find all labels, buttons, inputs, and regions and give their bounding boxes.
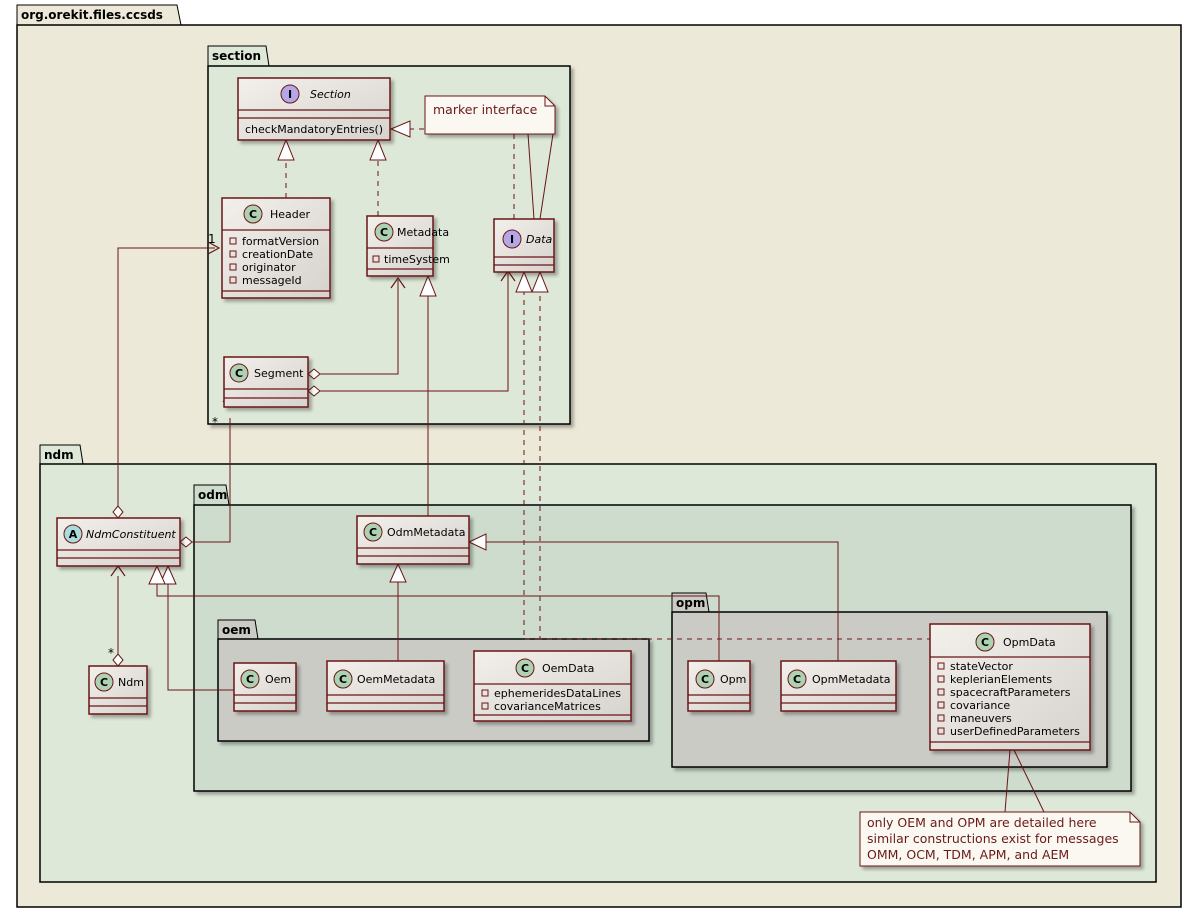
class-oem-data-attr-2: covarianceMatrices: [494, 700, 601, 713]
class-opm-data-attr-2: keplerianElements: [950, 673, 1052, 686]
class-header-name: Header: [270, 208, 311, 221]
class-oem-data-name: OemData: [542, 662, 594, 675]
abstract-badge-icon: A: [69, 528, 78, 541]
class-header-attr-1: formatVersion: [242, 235, 319, 248]
package-odm-label: odm: [198, 488, 227, 502]
package-section-label: section: [212, 49, 261, 63]
class-badge-icon: C: [249, 208, 257, 221]
class-section-name: Section: [310, 88, 351, 101]
class-oem-data-attr-1: ephemeridesDataLines: [494, 687, 621, 700]
class-ndm-name: Ndm: [118, 676, 144, 689]
class-opm-data-attr-5: maneuvers: [950, 712, 1012, 725]
interface-badge-icon: I: [288, 88, 292, 101]
class-opm-data-attr-4: covariance: [950, 699, 1010, 712]
class-odm-metadata[interactable]: C OdmMetadata: [356, 515, 470, 565]
class-header-attr-4: messageId: [242, 274, 302, 287]
class-badge-icon: C: [100, 676, 108, 689]
multiplicity-ndm: *: [108, 646, 114, 660]
class-opm-data-attr-3: spacecraftParameters: [950, 686, 1071, 699]
multiplicity-segment: *: [212, 415, 218, 429]
interface-badge-icon: I: [510, 233, 514, 246]
class-opm-metadata-name: OpmMetadata: [812, 673, 890, 686]
note-detail-line-3: OMM, OCM, TDM, APM, and AEM: [867, 847, 1069, 862]
class-segment[interactable]: C Segment: [223, 356, 309, 408]
note-marker-text: marker interface: [433, 102, 538, 117]
class-oem-metadata[interactable]: C OemMetadata: [326, 660, 445, 712]
class-odm-metadata-name: OdmMetadata: [387, 526, 465, 539]
class-opm-data-attr-6: userDefinedParameters: [950, 725, 1080, 738]
class-badge-icon: C: [380, 226, 388, 239]
note-marker-interface: marker interface: [424, 95, 556, 135]
class-metadata-name: Metadata: [397, 226, 449, 239]
class-metadata[interactable]: C Metadata timeSystem: [366, 215, 450, 277]
note-detail-line-2: similar constructions exist for messages: [867, 831, 1119, 846]
class-badge-icon: C: [793, 673, 801, 686]
class-badge-icon: C: [246, 673, 254, 686]
class-badge-icon: C: [701, 673, 709, 686]
class-opm-metadata[interactable]: C OpmMetadata: [780, 660, 897, 712]
class-oem-name: Oem: [265, 673, 291, 686]
class-header-attr-2: creationDate: [242, 248, 313, 261]
class-header[interactable]: C Header formatVersion creationDate orig…: [221, 197, 331, 299]
class-opm-data[interactable]: C OpmData stateVector keplerianElements …: [929, 623, 1091, 751]
class-ndm-constituent[interactable]: A NdmConstituent: [56, 517, 181, 567]
class-opm-data-name: OpmData: [1003, 636, 1056, 649]
class-badge-icon: C: [339, 673, 347, 686]
class-badge-icon: C: [235, 367, 243, 380]
package-oem-label: oem: [222, 623, 251, 637]
multiplicity-header: 1: [208, 232, 216, 246]
class-data-name: Data: [526, 233, 553, 246]
class-badge-icon: C: [369, 526, 377, 539]
relationships: [117, 128, 1045, 813]
class-metadata-attr-1: timeSystem: [384, 253, 450, 266]
package-opm-label: opm: [676, 596, 705, 610]
note-detail: only OEM and OPM are detailed here simil…: [859, 811, 1141, 867]
class-opm[interactable]: C Opm: [687, 660, 751, 712]
class-oem-data[interactable]: C OemData ephemeridesDataLines covarianc…: [473, 650, 632, 722]
class-segment-name: Segment: [254, 367, 304, 380]
class-section-method: checkMandatoryEntries(): [245, 123, 383, 136]
class-badge-icon: C: [981, 636, 989, 649]
class-opm-data-attr-1: stateVector: [950, 660, 1013, 673]
class-data[interactable]: I Data: [493, 218, 555, 273]
class-ndm-constituent-name: NdmConstituent: [86, 528, 176, 541]
package-root-label: org.orekit.files.ccsds: [21, 8, 163, 22]
package-ndm-label: ndm: [44, 448, 74, 462]
class-oem[interactable]: C Oem: [233, 662, 297, 712]
note-detail-line-1: only OEM and OPM are detailed here: [867, 815, 1097, 830]
class-header-attr-3: originator: [242, 261, 296, 274]
class-ndm[interactable]: C Ndm: [88, 665, 148, 715]
class-opm-name: Opm: [720, 673, 746, 686]
class-badge-icon: C: [521, 662, 529, 675]
class-section[interactable]: I Section checkMandatoryEntries(): [237, 77, 391, 141]
class-oem-metadata-name: OemMetadata: [357, 673, 435, 686]
